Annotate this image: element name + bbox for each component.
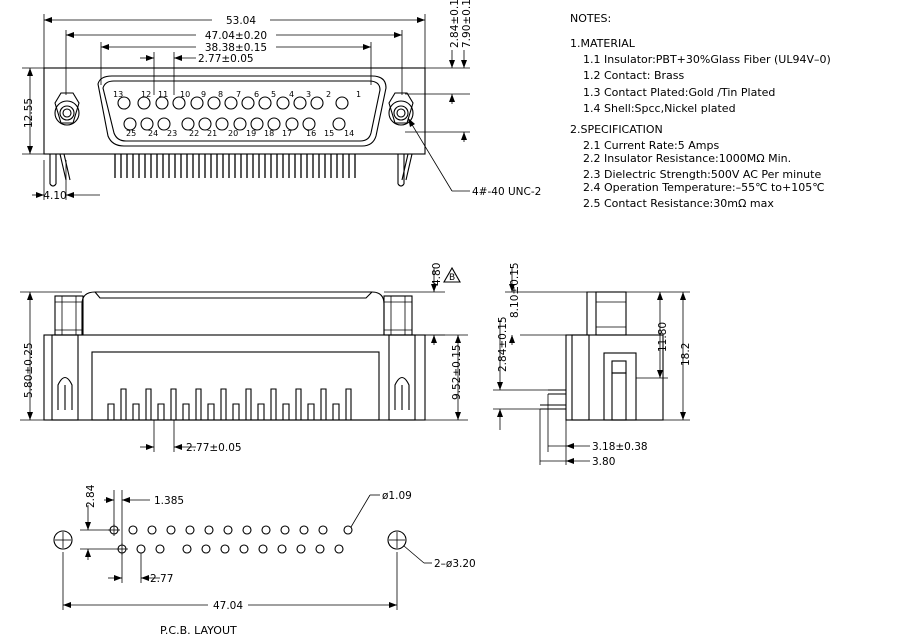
- pcb-holes-bottom: [116, 543, 344, 555]
- pin-label: 24: [148, 129, 158, 138]
- pin-label: 19: [246, 129, 256, 138]
- spec-title: 2.SPECIFICATION: [570, 123, 663, 136]
- pin-label: 9: [201, 90, 206, 99]
- pcb-layout: 2.84 1.385 2.77 ø1.09 2–ø3.20 47.04: [53, 484, 476, 637]
- material-item: 1.3 Contact Plated:Gold /Tin Plated: [583, 86, 775, 99]
- thread-callout: 4#-40 UNC-2: [472, 186, 541, 198]
- pin-label: 20: [228, 129, 238, 138]
- pcb-layout-title: P.C.B. LAYOUT: [160, 624, 237, 637]
- spec-item: 2.4 Operation Temperature:–55℃ to+105℃: [583, 181, 825, 194]
- pcb-dim-offset: 1.385: [154, 495, 184, 507]
- pcb-dim-mount-holes: 2–ø3.20: [434, 558, 476, 570]
- pin-label: 7: [236, 90, 241, 99]
- dim-pin-pitch: 2.77±0.05: [198, 53, 254, 65]
- pcb-dim-row: 2.84: [85, 484, 97, 508]
- material-item: 1.2 Contact: Brass: [583, 69, 685, 82]
- dim-side-f: 3.80: [592, 456, 615, 468]
- pin-label: 25: [126, 129, 136, 138]
- pin-label: 1: [356, 90, 361, 99]
- dim-front-top: 4.80: [431, 263, 443, 286]
- pin-label: 2: [326, 90, 331, 99]
- side-view: 8.10±0.15 2.84±0.15 11.80 18.2 3.18±0.38: [493, 262, 692, 468]
- dim-overall-width: 53.04: [226, 15, 256, 27]
- dim-shell-width: 38.38±0.15: [205, 42, 267, 54]
- left-hex-screw: [54, 92, 80, 126]
- pcb-dim-pitch: 2.77: [150, 573, 173, 585]
- dim-flange-offset: 4.10: [43, 190, 66, 202]
- dim-side-e: 3.18±0.38: [592, 441, 648, 453]
- dim-front-pin-height: 9.52±0.15: [451, 344, 463, 400]
- pin-label: 11: [158, 90, 168, 99]
- right-hex-screw: [388, 92, 414, 126]
- pcb-dim-span: 47.04: [213, 600, 243, 612]
- notes-block: NOTES: 1.MATERIAL 1.1 Insulator:PBT+30%G…: [570, 12, 831, 210]
- dim-height: 12.55: [23, 98, 35, 128]
- dim-mount-width: 47.04±0.20: [205, 30, 267, 42]
- pin-label: 14: [344, 129, 354, 138]
- material-title: 1.MATERIAL: [570, 37, 636, 50]
- pin-label: 3: [306, 90, 311, 99]
- pin-label: 8: [218, 90, 223, 99]
- pin-label: 21: [207, 129, 217, 138]
- mount-hole-right: [387, 530, 407, 550]
- mount-hole-left: [53, 530, 73, 550]
- dim-side-b: 2.84±0.15: [497, 316, 509, 372]
- pcb-dim-hole: ø1.09: [382, 490, 412, 502]
- notes-heading: NOTES:: [570, 12, 611, 25]
- pin-label: 22: [189, 129, 199, 138]
- pcb-holes-top: [108, 524, 353, 536]
- pin-label: 18: [264, 129, 274, 138]
- pin-label: 10: [180, 90, 190, 99]
- pin-label: 4: [289, 90, 294, 99]
- material-item: 1.4 Shell:Spcc,Nickel plated: [583, 102, 736, 115]
- spec-item: 2.3 Dielectric Strength:500V AC Per minu…: [583, 168, 821, 181]
- pin-label: 15: [324, 129, 334, 138]
- dim-side-d: 18.2: [680, 343, 692, 366]
- pin-label: 17: [282, 129, 292, 138]
- front-pins: [107, 388, 352, 420]
- dim-side-b: 7.90±0.15: [461, 0, 473, 48]
- material-item: 1.1 Insulator:PBT+30%Glass Fiber (UL94V–…: [583, 53, 831, 66]
- dim-side-c: 11.80: [657, 322, 669, 352]
- pin-row-top: 13 12 11 10 9 8 7 6 5 4 3 2 1: [113, 90, 361, 110]
- spec-item: 2.1 Current Rate:5 Amps: [583, 139, 719, 152]
- dim-front-pitch: 2.77±0.05: [186, 442, 242, 454]
- pin-label: 6: [254, 90, 259, 99]
- pin-label: 16: [306, 129, 316, 138]
- pin-row-bottom: 25 24 23 22 21 20 19 18 17 16 15 14: [123, 117, 354, 138]
- spec-item: 2.2 Insulator Resistance:1000MΩ Min.: [583, 152, 791, 165]
- dim-side-a: 2.84±0.10: [449, 0, 461, 48]
- dim-front-height: 5.80±0.25: [23, 342, 35, 398]
- top-view: 53.04 47.04±0.20 38.38±0.15 2.77±0.05 12…: [22, 0, 541, 202]
- pin-label: 5: [271, 90, 276, 99]
- pin-label: 23: [167, 129, 177, 138]
- front-view: 5.80±0.25 4.80 B 9.52±0.15 2.77±0.05: [20, 263, 468, 454]
- pin-label: 12: [141, 90, 151, 99]
- pin-label: 13: [113, 90, 123, 99]
- dim-side-a: 8.10±0.15: [509, 262, 521, 318]
- revision-mark: B: [449, 273, 455, 283]
- spec-item: 2.5 Contact Resistance:30mΩ max: [583, 197, 774, 210]
